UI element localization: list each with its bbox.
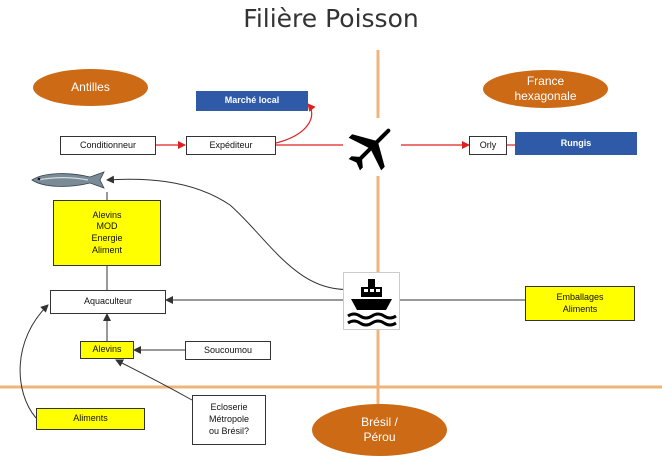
orly-box: Orly [469, 136, 507, 155]
airplane-icon [343, 118, 401, 176]
marche-local-box: Marché local [196, 91, 308, 111]
ecloserie-line-1: Ecloserie [210, 402, 248, 413]
fish-icon [30, 170, 106, 190]
inputs-line-2: MOD [96, 221, 118, 232]
arrow-expediteur-marche-local [275, 103, 316, 144]
inputs-line-3: Energie [91, 233, 123, 243]
region-antilles-label: Antilles [71, 80, 110, 94]
ship-icon [343, 272, 400, 330]
arrow-aliments-aquaculteur [19, 304, 49, 419]
region-bresil: Brésil / Pérou [312, 404, 447, 456]
alevins-box: Alevins [80, 341, 134, 359]
diagram-title: Filière Poisson [243, 4, 419, 33]
aquaculteur-box: Aquaculteur [50, 290, 166, 314]
emballages-box: Emballages Aliments [525, 286, 635, 321]
ecloserie-box: Ecloserie Métropole ou Brésil? [192, 395, 266, 445]
emballages-line-1: Emballages [556, 291, 604, 302]
region-france-line-2: hexagonale [514, 89, 577, 103]
rungis-box: Rungis [515, 132, 637, 155]
arrow-ecloserie-alevins [115, 359, 193, 401]
arrow-ship-fish [106, 175, 363, 291]
inputs-line-1: Alevins [92, 209, 122, 220]
ecloserie-line-2: Métropole [208, 414, 250, 425]
region-france-line-1: France [526, 74, 565, 88]
inputs-box: Alevins MOD Energie Aliment [53, 200, 161, 266]
region-bresil-line-1: Brésil / [361, 415, 398, 429]
region-bresil-line-2: Pérou [363, 430, 396, 444]
emballages-line-2: Aliments [562, 303, 598, 314]
aliments-box: Aliments [36, 408, 145, 430]
expediteur-box: Expéditeur [186, 136, 276, 155]
region-france: France hexagonale [483, 70, 608, 108]
soucoumou-box: Soucoumou [185, 341, 271, 360]
conditionneur-box: Conditionneur [60, 136, 156, 155]
ecloserie-line-3: ou Brésil? [208, 425, 250, 436]
region-antilles: Antilles [33, 69, 148, 106]
inputs-line-4: Aliment [91, 244, 122, 255]
